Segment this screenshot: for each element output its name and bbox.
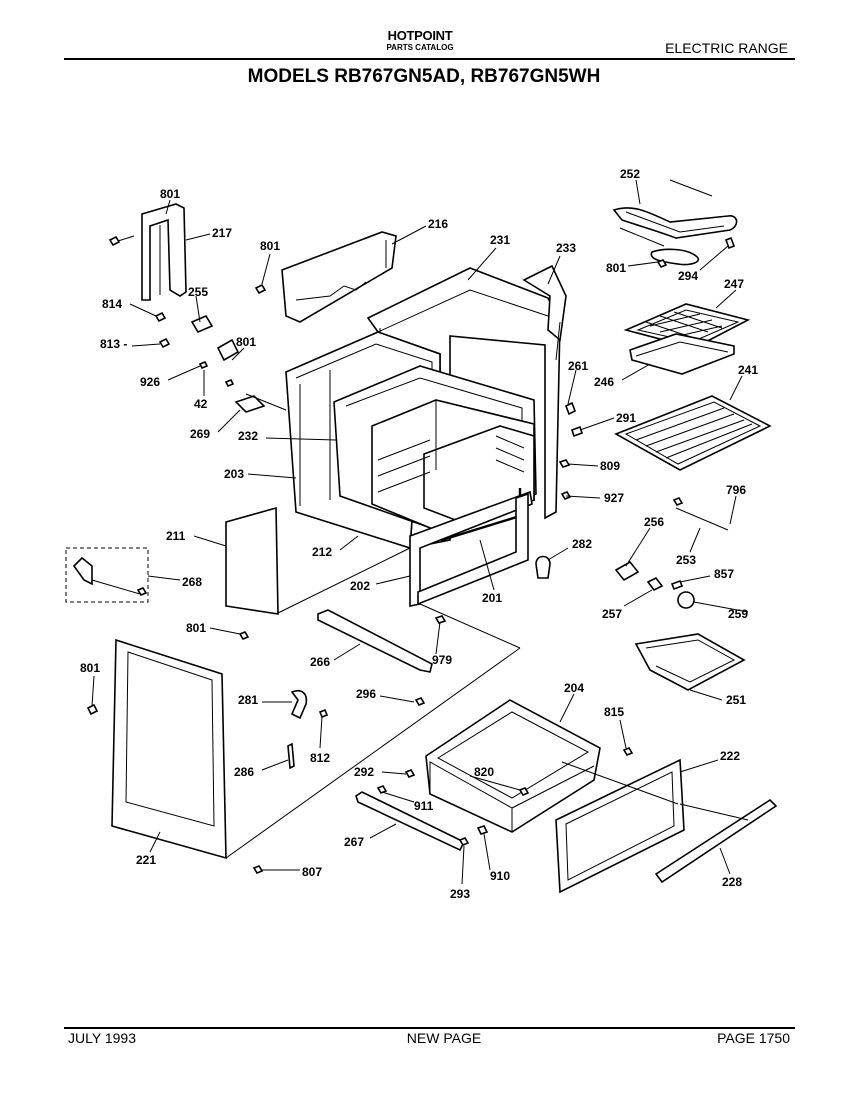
side-trim-217 <box>141 203 187 301</box>
part-label: 252 <box>620 167 640 181</box>
part-label: 296 <box>356 687 376 701</box>
footer-page-number: PAGE 1750 <box>717 1030 790 1046</box>
part-label: 212 <box>312 545 332 559</box>
page-title: MODELS RB767GN5AD, RB767GN5WH <box>247 66 601 87</box>
part-label: 211 <box>166 529 186 543</box>
bake-element-251 <box>634 633 746 691</box>
storage-drawer-204 <box>425 699 601 833</box>
oven-rack-241 <box>614 395 772 471</box>
part-label: 796 <box>726 483 746 497</box>
leader-lines <box>91 179 749 885</box>
part-label: 267 <box>344 835 364 849</box>
part-label: 232 <box>238 429 258 443</box>
part-label: 255 <box>188 285 208 299</box>
drawer-rail-267 <box>355 791 466 852</box>
oven-box-201 <box>371 399 535 542</box>
broiler-pan-247 <box>623 303 751 375</box>
part-label: 251 <box>726 693 746 707</box>
kick-rail-228 <box>654 798 778 884</box>
bracket-233 <box>522 264 567 342</box>
part-label: 801 <box>260 239 280 253</box>
part-label: 201 <box>482 591 502 605</box>
broil-element-252 <box>612 179 738 268</box>
catalog-label: PARTS CATALOG <box>386 43 454 52</box>
part-label: 801 <box>160 187 180 201</box>
screw-801 <box>86 703 99 716</box>
footer-rule <box>64 1027 795 1029</box>
part-label: 294 <box>678 269 698 283</box>
part-label: 256 <box>644 515 664 529</box>
outer-door-221 <box>111 638 227 860</box>
part-label: 291 <box>616 411 636 425</box>
part-label: 910 <box>490 869 510 883</box>
bracket-kit-268 <box>65 547 149 603</box>
part-label: 979 <box>432 653 452 667</box>
part-label: 204 <box>564 681 584 695</box>
part-label: 231 <box>490 233 510 247</box>
part-label: 257 <box>602 607 622 621</box>
small-parts-right <box>535 401 729 609</box>
part-label: 286 <box>234 765 254 779</box>
part-labels: 801 217 216 801 231 233 252 801 294 247 … <box>80 167 758 901</box>
part-label: 202 <box>350 579 370 593</box>
part-label: 221 <box>136 853 156 867</box>
footer-note: NEW PAGE <box>406 1030 482 1046</box>
product-category: ELECTRIC RANGE <box>665 40 788 56</box>
door-latch-281 <box>287 689 329 770</box>
header-rule <box>64 58 795 60</box>
part-label: 815 <box>604 705 624 719</box>
part-label: 42 <box>194 397 208 411</box>
part-label: 911 <box>414 799 434 813</box>
part-label: 292 <box>354 765 374 779</box>
part-label: 813 - <box>100 337 127 351</box>
brand-name: HOTPOINT <box>387 28 453 43</box>
part-label: 203 <box>224 467 244 481</box>
part-label: 247 <box>724 277 744 291</box>
part-label: 261 <box>568 359 588 373</box>
part-label: 253 <box>676 553 696 567</box>
part-label: 857 <box>714 567 734 581</box>
assembly-lines <box>225 321 749 859</box>
part-label: 820 <box>474 765 494 779</box>
part-label: 812 <box>310 751 330 765</box>
part-label: 801 <box>606 261 626 275</box>
part-label: 801 <box>186 621 206 635</box>
part-label: 216 <box>428 217 448 231</box>
part-label: 282 <box>572 537 592 551</box>
part-label: 233 <box>556 241 576 255</box>
part-label: 801 <box>80 661 100 675</box>
part-label: 814 <box>102 297 122 311</box>
part-label: 222 <box>720 749 740 763</box>
part-label: 259 <box>728 607 748 621</box>
part-label: 807 <box>302 865 322 879</box>
rear-panel-216 <box>281 231 397 323</box>
part-label: 809 <box>600 459 620 473</box>
channel-266 <box>317 609 433 673</box>
part-label: 269 <box>190 427 210 441</box>
part-label: 281 <box>238 693 258 707</box>
part-label: 801 <box>236 335 256 349</box>
part-label: 266 <box>310 655 330 669</box>
side-panel-211 <box>225 506 279 615</box>
screws-upper-left <box>108 235 266 413</box>
screw-801 <box>254 283 267 295</box>
door-frame-202 <box>409 490 533 607</box>
part-label: 293 <box>450 887 470 901</box>
part-label: 241 <box>738 363 758 377</box>
part-label: 268 <box>182 575 202 589</box>
part-label: 246 <box>594 375 614 389</box>
part-label: 217 <box>212 226 232 240</box>
screws-bottom <box>238 615 634 874</box>
footer-date: JULY 1993 <box>68 1030 136 1046</box>
part-label: 927 <box>604 491 624 505</box>
part-label: 926 <box>140 375 160 389</box>
part-label: 228 <box>722 875 742 889</box>
